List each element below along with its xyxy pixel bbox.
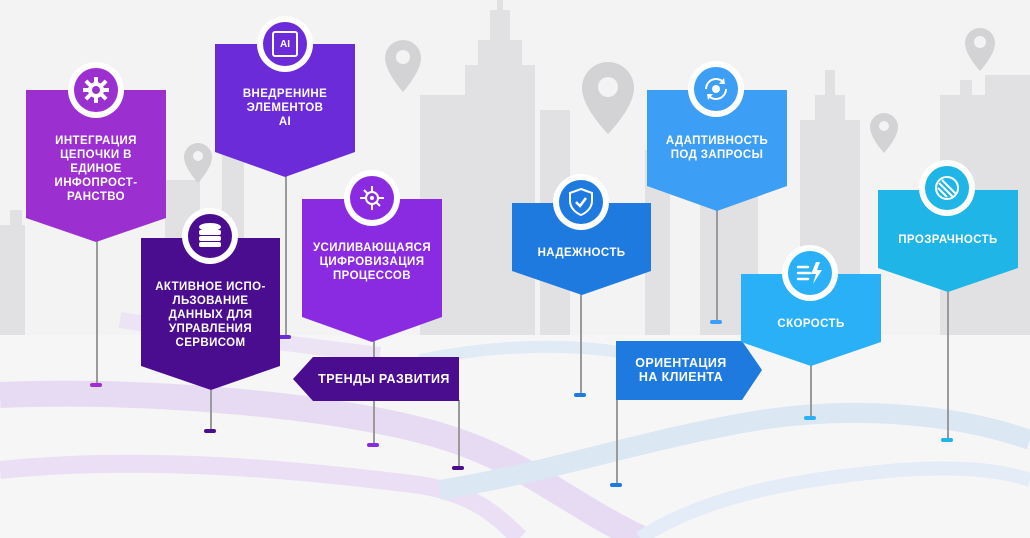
gear-icon: [68, 62, 124, 118]
refresh-gear-icon: [688, 61, 744, 117]
sign-reliability-label: НАДЕЖНОСТЬ: [537, 247, 626, 259]
sign-integration: ИНТЕГРАЦИЯ ЦЕПОЧКИ В ЕДИНОЕ ИНФОПРОСТ-РА…: [26, 90, 166, 242]
shield-check-icon: [553, 174, 609, 230]
ai-chip-label: AI: [272, 31, 298, 57]
pole-trends: [458, 400, 460, 468]
pole-speed: [810, 365, 812, 418]
sign-speed: СКОРОСТЬ: [741, 274, 881, 366]
globe-circuit-icon: [344, 170, 400, 226]
pole-base-adaptive: [710, 320, 722, 324]
lightning-speed-icon: [782, 245, 838, 301]
sign-data-label: АКТИВНОЕ ИСПО-ЛЬЗОВАНИЕ ДАННЫХ ДЛЯ УПРАВ…: [155, 281, 266, 349]
sign-speed-label: СКОРОСТЬ: [777, 318, 845, 330]
pole-base-integration: [90, 383, 102, 387]
sign-client: ОРИЕНТАЦИЯ НА КЛИЕНТА: [616, 341, 762, 400]
sign-transparency: ПРОЗРАЧНОСТЬ: [878, 190, 1018, 292]
pole-transparency: [947, 290, 949, 440]
pole-reliability: [580, 293, 582, 395]
pole-base-reliability: [574, 393, 586, 397]
pole-data: [210, 390, 212, 431]
sign-adaptive: АДАПТИВНОСТЬ ПОД ЗАПРОСЫ: [647, 90, 787, 211]
sign-ai: ВНЕДРЕНИНЕ ЭЛЕМЕНТОВ AI: [215, 44, 355, 177]
sign-reliability: НАДЕЖНОСТЬ: [512, 203, 651, 295]
sign-digital: УСИЛИВАЮЩАЯСЯ ЦИФРОВИЗАЦИЯ ПРОЦЕССОВ: [302, 199, 442, 342]
pole-integration: [96, 240, 98, 385]
pole-base-trends: [452, 466, 464, 470]
sign-trends-label: ТРЕНДЫ РАЗВИТИЯ: [318, 372, 450, 386]
database-icon: [182, 208, 238, 264]
sign-transparency-label: ПРОЗРАЧНОСТЬ: [898, 234, 998, 246]
sign-data: АКТИВНОЕ ИСПО-ЛЬЗОВАНИЕ ДАННЫХ ДЛЯ УПРАВ…: [141, 238, 280, 390]
pole-base-transparency: [941, 438, 953, 442]
pole-base-ai: [279, 335, 291, 339]
sign-adaptive-label: АДАПТИВНОСТЬ ПОД ЗАПРОСЫ: [665, 135, 769, 161]
pole-adaptive: [716, 210, 718, 320]
ai-chip-icon: AI: [257, 16, 313, 72]
pole-base-client: [610, 483, 622, 487]
sign-trends: ТРЕНДЫ РАЗВИТИЯ: [293, 357, 459, 401]
transparent-sphere-icon: [919, 160, 975, 216]
sign-integration-label: ИНТЕГРАЦИЯ ЦЕПОЧКИ В ЕДИНОЕ ИНФОПРОСТ-РА…: [54, 135, 138, 203]
sign-digital-label: УСИЛИВАЮЩАЯСЯ ЦИФРОВИЗАЦИЯ ПРОЦЕССОВ: [312, 242, 431, 282]
pole-client: [616, 400, 618, 485]
pole-base-digital: [367, 443, 379, 447]
pole-base-data: [204, 429, 216, 433]
sign-client-label: ОРИЕНТАЦИЯ НА КЛИЕНТА: [635, 356, 727, 384]
sign-ai-label: ВНЕДРЕНИНЕ ЭЛЕМЕНТОВ AI: [242, 88, 328, 128]
pole-ai: [285, 175, 287, 337]
pole-base-speed: [804, 416, 816, 420]
